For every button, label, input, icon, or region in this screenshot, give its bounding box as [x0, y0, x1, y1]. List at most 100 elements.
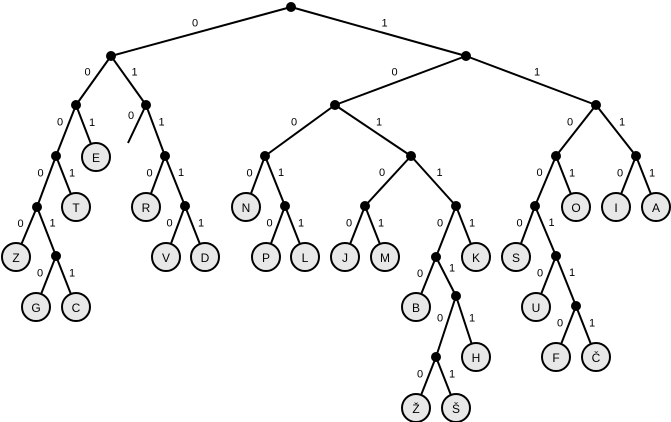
edge-label-010: 0 — [128, 110, 134, 122]
leaf-label: T — [72, 201, 80, 215]
edge-label-0110: 0 — [146, 168, 152, 180]
edge-label-10100: 0 — [346, 218, 352, 230]
leaf-circle — [401, 393, 431, 422]
tree-edge-101101 — [435, 256, 457, 297]
leaf-node-b: B — [401, 292, 431, 322]
tree-edge-1101 — [555, 155, 572, 195]
tree-edge-110010 — [540, 255, 557, 295]
tree-edge-1001 — [264, 155, 286, 207]
leaf-node-t: T — [61, 192, 91, 222]
tree-edge-000 — [55, 104, 77, 157]
edge-label-10110: 0 — [437, 218, 443, 230]
leaf-node-c: C — [61, 292, 91, 322]
tree-edge-11000 — [519, 205, 536, 245]
leaf-circle — [441, 393, 471, 422]
internal-node-1011010 — [431, 352, 441, 362]
edge-label-1011010: 0 — [437, 313, 443, 325]
leaf-circle — [131, 192, 161, 222]
tree-edge-1110 — [620, 155, 637, 195]
edge-label-000010: 0 — [37, 268, 43, 280]
leaf-node-f: F — [541, 342, 571, 372]
edge-label-1010: 0 — [379, 167, 385, 179]
tree-edge-00001 — [36, 206, 57, 257]
leaf-circle — [330, 242, 360, 272]
internal-node-110 — [551, 151, 561, 161]
leaf-node-p: P — [251, 242, 281, 272]
tree-edge-011 — [145, 104, 166, 157]
leaf-circle — [21, 292, 51, 322]
internal-node-00001 — [51, 251, 61, 261]
edge-label-00000: 0 — [17, 218, 23, 230]
leaf-circle — [561, 192, 591, 222]
tree-edge-010 — [127, 104, 147, 144]
leaf-label: R — [142, 201, 151, 215]
edge-label-01110: 0 — [166, 218, 172, 230]
leaf-node-z: Ž — [401, 393, 431, 422]
internal-node-10 — [330, 100, 340, 110]
tree-edges — [20, 6, 652, 396]
internal-node-01 — [141, 100, 151, 110]
tree-edge-0 — [110, 6, 292, 57]
tree-edge-111 — [595, 104, 637, 157]
leaf-label: Č — [592, 350, 601, 365]
tree-edge-01111 — [184, 205, 201, 245]
edge-label-111: 1 — [619, 117, 625, 129]
edge-label-001: 1 — [89, 117, 95, 129]
tree-edge-10100 — [349, 205, 366, 245]
edge-label-1110: 0 — [617, 168, 623, 180]
edge-label-1100: 0 — [536, 167, 542, 179]
tree-edge-1100110 — [560, 305, 577, 345]
edge-label-10010: 0 — [266, 218, 272, 230]
tree-edge-10010 — [269, 205, 286, 245]
tree-edge-11 — [465, 55, 597, 106]
leaf-node-n: N — [231, 192, 261, 222]
edge-label-01111: 1 — [198, 218, 204, 230]
edge-label-110010: 0 — [537, 268, 543, 280]
leaf-label: G — [31, 301, 40, 315]
internal-node-10110 — [431, 252, 441, 262]
tree-edge-110 — [555, 104, 597, 157]
internal-node-11001 — [551, 251, 561, 261]
leaf-node-l: L — [290, 242, 320, 272]
edge-label-1101: 1 — [569, 168, 575, 180]
edge-label-1100111: 1 — [589, 318, 595, 330]
tree-edge-1100111 — [575, 305, 592, 345]
leaf-circle — [461, 342, 491, 372]
edge-label-00001: 1 — [49, 218, 55, 230]
tree-edge-0001 — [55, 155, 72, 195]
internal-node-100 — [260, 151, 270, 161]
edge-label-000011: 1 — [69, 268, 75, 280]
tree-edge-10011 — [284, 205, 301, 245]
leaf-label: N — [242, 201, 251, 215]
leaf-label: J — [342, 251, 348, 265]
leaf-node-k: K — [461, 242, 491, 272]
tree-edge-110011 — [555, 255, 577, 307]
leaf-circle — [61, 292, 91, 322]
leaf-node-s: S — [501, 242, 531, 272]
internal-node-1100 — [530, 201, 540, 211]
leaf-label: Z — [12, 251, 19, 265]
leaf-node-o: O — [561, 192, 591, 222]
tree-edge-100 — [264, 104, 336, 157]
leaf-circle — [401, 292, 431, 322]
tree-edge-1011010 — [435, 295, 457, 358]
edge-label-100: 0 — [291, 117, 297, 129]
tree-edge-11001 — [534, 205, 557, 257]
leaf-circle — [641, 192, 671, 222]
edge-label-10: 0 — [391, 67, 397, 79]
edge-label-101101: 1 — [449, 263, 455, 275]
leaf-label: S — [512, 251, 520, 265]
edge-label-1000: 0 — [246, 168, 252, 180]
internal-node-0 — [106, 51, 116, 61]
internal-node-11 — [591, 100, 601, 110]
edge-label-110: 0 — [567, 117, 573, 129]
leaf-node-a: A — [641, 192, 671, 222]
leaf-circle — [601, 192, 631, 222]
tree-edge-1010 — [364, 155, 412, 207]
leaf-circle — [151, 242, 181, 272]
internal-node-101 — [406, 151, 416, 161]
edge-label-000: 0 — [57, 117, 63, 129]
tree-edge-10110101 — [435, 356, 452, 396]
leaf-circle — [231, 192, 261, 222]
